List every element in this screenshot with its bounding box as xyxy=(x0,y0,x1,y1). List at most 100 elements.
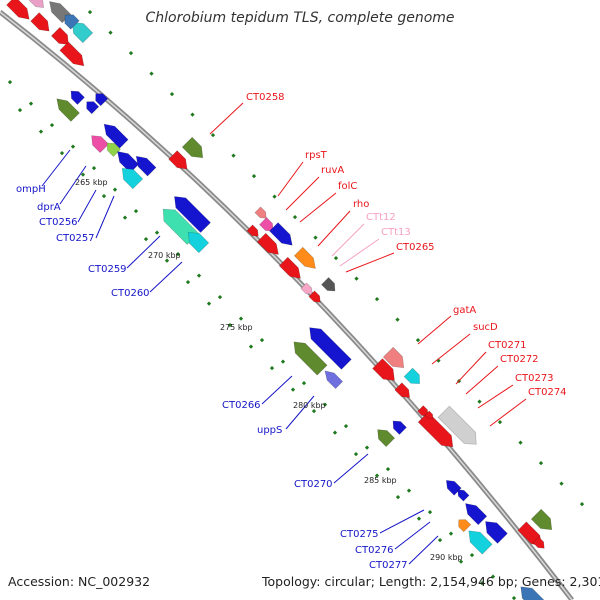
gene-arrow xyxy=(485,521,508,544)
gene-arrow xyxy=(417,405,428,416)
tick-mark xyxy=(374,297,380,302)
leader-line xyxy=(455,351,487,385)
tick-mark xyxy=(322,402,328,407)
gene-label[interactable]: CT0274 xyxy=(528,387,567,398)
gene-label[interactable]: CT0276 xyxy=(355,545,394,556)
tick-mark xyxy=(395,317,400,322)
gene-arrow xyxy=(95,93,109,107)
tick-mark xyxy=(112,187,118,192)
gene-arrow xyxy=(278,256,301,279)
gene-arrow xyxy=(70,90,85,105)
tick-mark xyxy=(185,279,191,285)
gene-label[interactable]: gatA xyxy=(453,305,476,316)
gene-arrow xyxy=(254,206,267,219)
tick-mark xyxy=(175,251,181,257)
tick-mark xyxy=(427,510,433,515)
gene-arrow xyxy=(121,167,144,190)
gene-label[interactable]: CT0270 xyxy=(294,479,333,490)
leader-line xyxy=(277,161,304,197)
gene-arrow xyxy=(392,420,407,435)
gene-label[interactable]: rpsT xyxy=(305,150,328,161)
tick-mark xyxy=(169,92,175,97)
leader-line xyxy=(126,235,161,269)
leader-line xyxy=(345,252,395,273)
gene-label[interactable]: CT0258 xyxy=(246,92,285,103)
tick-mark xyxy=(448,531,454,536)
gene-arrow xyxy=(86,101,100,115)
gene-label[interactable]: CT0256 xyxy=(39,217,78,228)
gene-label[interactable]: CT0271 xyxy=(488,340,527,351)
gene-arrow xyxy=(174,196,211,233)
gene-label[interactable]: CTt13 xyxy=(381,227,411,238)
gene-label[interactable]: CT0273 xyxy=(515,373,554,384)
scale-label: 270 kbp xyxy=(148,251,181,260)
tick-mark xyxy=(217,295,223,300)
tick-mark xyxy=(248,344,254,349)
leader-line xyxy=(41,149,71,187)
gene-label[interactable]: dprA xyxy=(37,202,61,213)
tick-mark xyxy=(469,553,475,558)
scale-label: 265 kbp xyxy=(75,178,108,187)
tick-marks xyxy=(7,10,585,600)
gene-label[interactable]: ompH xyxy=(16,184,46,195)
gene-label[interactable]: CT0257 xyxy=(56,233,95,244)
gene-arrow xyxy=(106,142,121,157)
gene-label[interactable]: sucD xyxy=(473,322,498,333)
gene-arrow xyxy=(135,155,157,177)
tick-mark xyxy=(38,129,44,134)
gene-label[interactable]: CT0277 xyxy=(369,560,408,571)
tick-mark xyxy=(122,215,128,220)
tick-mark xyxy=(333,256,339,261)
tick-mark xyxy=(154,230,160,235)
gene-arrow xyxy=(324,370,344,390)
tick-mark xyxy=(269,365,275,371)
tick-mark xyxy=(28,101,34,106)
gene-arrow xyxy=(259,217,274,232)
tick-mark xyxy=(196,273,202,278)
trna-labels: CTt12 CTt13 xyxy=(366,212,411,238)
leader-line xyxy=(77,189,97,223)
gene-label[interactable]: CT0275 xyxy=(340,529,379,540)
gene-label[interactable]: uppS xyxy=(257,425,282,436)
tick-mark xyxy=(280,359,286,364)
gene-arrow xyxy=(256,232,279,255)
leader-line xyxy=(261,375,293,405)
gene-arrow xyxy=(530,508,553,531)
leader-line xyxy=(59,165,87,205)
scale-label: 275 kbp xyxy=(220,323,253,332)
gene-label[interactable]: CT0272 xyxy=(500,354,539,365)
tick-mark xyxy=(538,461,544,466)
gene-label[interactable]: CT0266 xyxy=(222,400,261,411)
tick-mark xyxy=(133,209,139,214)
tick-mark xyxy=(290,387,296,392)
gene-label[interactable]: folC xyxy=(338,181,357,192)
gene-label[interactable]: CT0265 xyxy=(396,242,435,253)
gene-arrow xyxy=(64,14,80,30)
leader-line xyxy=(477,384,514,409)
gene-label[interactable]: ruvA xyxy=(321,165,344,176)
gene-arrow xyxy=(269,222,293,246)
tick-mark xyxy=(385,467,391,472)
tick-mark xyxy=(579,502,585,507)
gene-arrow xyxy=(103,123,129,149)
gene-label[interactable]: CT0259 xyxy=(88,264,127,275)
gene-label[interactable]: rho xyxy=(353,199,369,210)
tick-mark xyxy=(395,495,401,500)
gene-label[interactable]: CT0260 xyxy=(111,288,150,299)
gene-label[interactable]: CTt12 xyxy=(366,212,396,223)
gene-arrow xyxy=(382,346,405,369)
leader-line xyxy=(408,535,439,565)
tick-mark xyxy=(70,144,76,149)
leader-line xyxy=(299,192,337,223)
tick-mark xyxy=(227,322,233,328)
leader-line xyxy=(331,223,365,257)
gene-arrow xyxy=(168,150,188,170)
gene-arrow xyxy=(71,21,94,44)
tick-mark xyxy=(206,301,212,306)
gene-arrow xyxy=(437,405,477,445)
tick-mark xyxy=(511,596,517,600)
tick-mark xyxy=(7,80,13,85)
gene-arrow xyxy=(445,479,462,496)
leader-line xyxy=(489,398,527,427)
